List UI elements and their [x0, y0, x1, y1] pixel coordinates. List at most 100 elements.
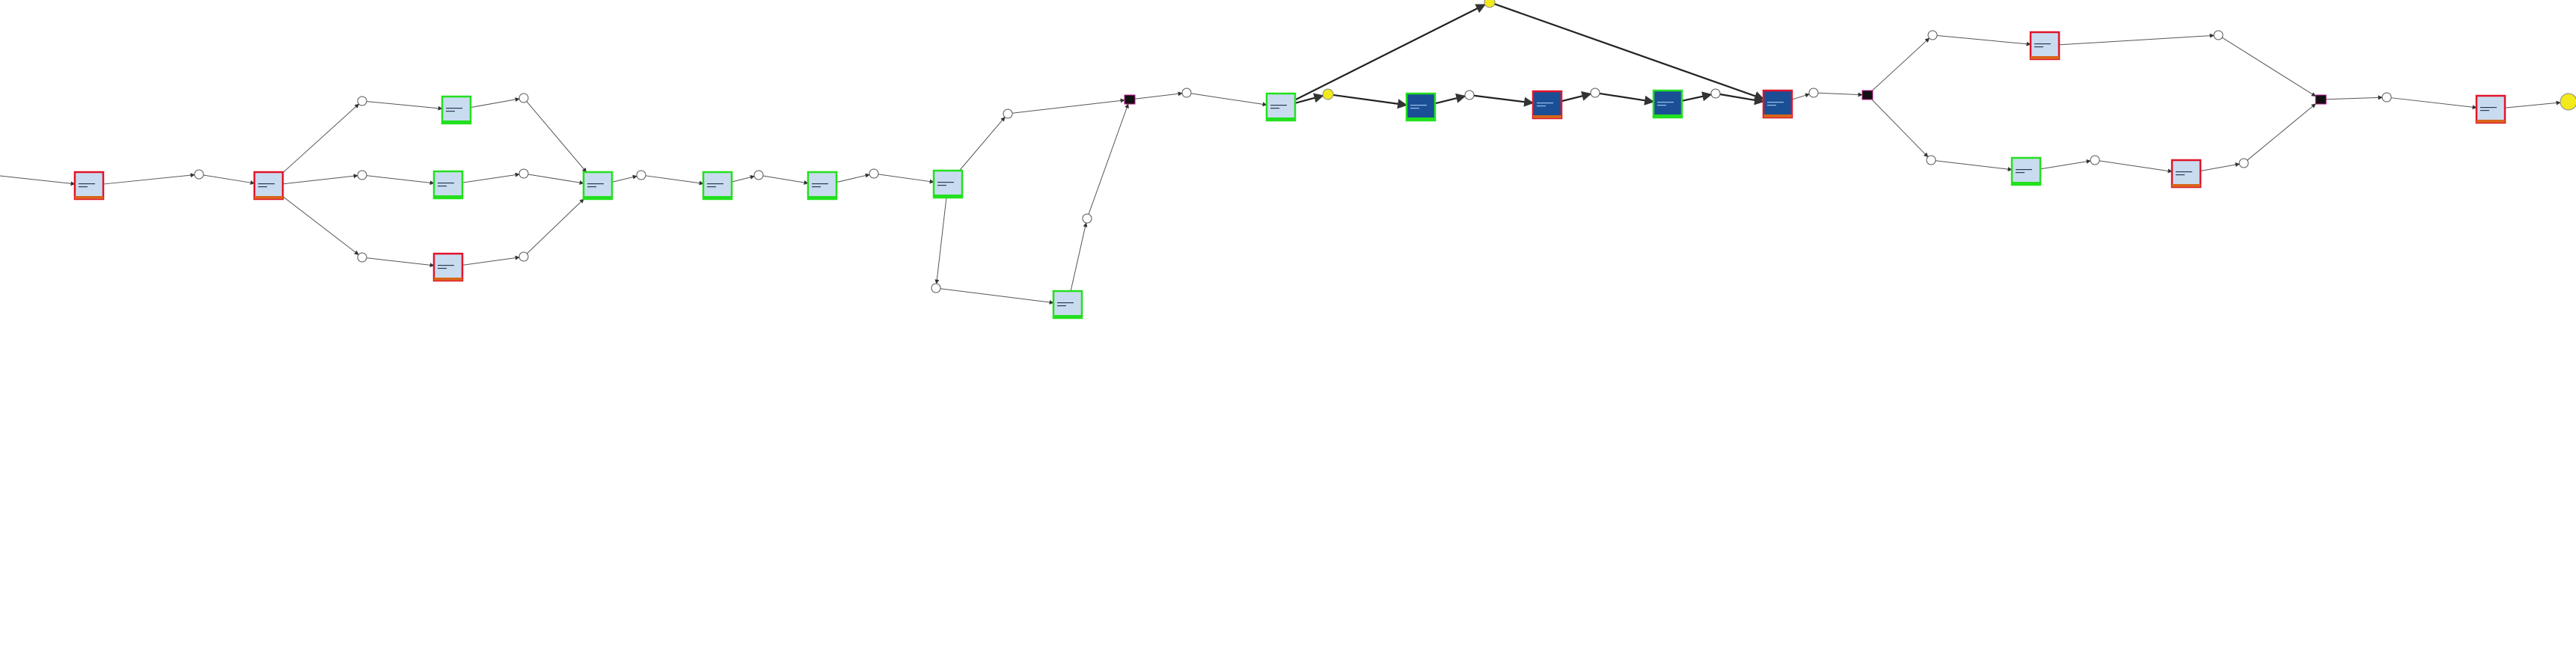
- place-p3[interactable]: [357, 170, 367, 180]
- transition-label-mark: [707, 186, 716, 188]
- transition-t7[interactable]: [702, 171, 733, 201]
- transition-frequency-bar: [2476, 120, 2505, 123]
- transition-box: [441, 95, 472, 125]
- arc-p20-to-s2: [1817, 92, 1863, 97]
- place-p7[interactable]: [518, 251, 529, 262]
- arc-t2-to-p3: [282, 174, 358, 185]
- transition-t5[interactable]: [432, 252, 464, 282]
- arc-t12-to-p16: [1434, 93, 1466, 105]
- transition-t9[interactable]: [932, 169, 964, 199]
- transition-box: [253, 171, 284, 201]
- place-p20[interactable]: [1808, 88, 1819, 98]
- place-p24[interactable]: [2090, 155, 2100, 165]
- transition-box: [2170, 159, 2202, 189]
- place-p16[interactable]: [1464, 90, 1475, 100]
- transition-t18[interactable]: [2170, 159, 2202, 189]
- transition-label-mark: [2016, 172, 2025, 174]
- place-p17[interactable]: [1590, 88, 1600, 98]
- transition-frequency-bar: [808, 196, 836, 199]
- transition-t1[interactable]: [73, 171, 105, 201]
- place-p22[interactable]: [1926, 155, 1936, 165]
- transition-t15[interactable]: [1762, 89, 1793, 119]
- arc-p15h-to-t12: [1333, 94, 1408, 109]
- transition-box: [807, 171, 838, 201]
- transition-label-mark: [2034, 46, 2043, 48]
- transition-frequency-bar: [584, 196, 612, 199]
- arc-p24-to-t18: [2099, 160, 2173, 174]
- edges-layer: [0, 3, 2561, 305]
- place-p14[interactable]: [1181, 88, 1192, 98]
- transition-label-mark: [587, 183, 604, 185]
- transition-box: [2010, 156, 2042, 186]
- transition-label-mark: [1657, 102, 1674, 103]
- transition-t3[interactable]: [441, 95, 472, 125]
- transition-t14[interactable]: [1652, 89, 1683, 119]
- transition-box: [432, 252, 464, 282]
- transition-box: [432, 170, 464, 200]
- arc-t9-to-p11: [958, 117, 1006, 171]
- transition-label-mark: [2176, 171, 2192, 173]
- transition-box: [1405, 92, 1437, 122]
- place-p1[interactable]: [194, 169, 204, 180]
- transition-t4[interactable]: [432, 170, 464, 200]
- transition-label-mark: [1057, 305, 1066, 307]
- place-p4[interactable]: [357, 252, 367, 263]
- silent-transition-s2[interactable]: [1861, 90, 1873, 100]
- arc-p4-to-t5: [366, 257, 435, 268]
- silent-transition-s1[interactable]: [1124, 94, 1136, 105]
- transition-label-mark: [438, 268, 447, 269]
- marked-place-p15h[interactable]: [1322, 88, 1334, 100]
- transition-frequency-bar: [1053, 315, 1082, 318]
- transition-t2[interactable]: [253, 171, 284, 201]
- transition-frequency-bar: [254, 196, 283, 199]
- transition-t10[interactable]: [1052, 290, 1083, 320]
- place-p13[interactable]: [1082, 213, 1092, 224]
- transition-box: [2029, 31, 2061, 61]
- marked-place-p19[interactable]: [1484, 0, 1496, 8]
- transition-t19[interactable]: [2475, 94, 2506, 124]
- transition-label-mark: [1657, 105, 1666, 106]
- arc-t16-to-p23: [2058, 33, 2215, 46]
- transition-label-mark: [2034, 43, 2051, 45]
- place-p21[interactable]: [1927, 30, 1938, 40]
- transition-box: [1265, 92, 1297, 122]
- place-p10[interactable]: [869, 168, 879, 179]
- transition-t8[interactable]: [807, 171, 838, 201]
- place-p18[interactable]: [1710, 88, 1721, 99]
- transition-t12[interactable]: [1405, 92, 1437, 122]
- silent-transition-s3[interactable]: [2315, 94, 2327, 105]
- transition-label-mark: [258, 186, 267, 188]
- arc-p7-to-t6: [526, 198, 584, 254]
- arc-p9-to-t8: [762, 175, 809, 185]
- place-p2[interactable]: [357, 96, 367, 106]
- transition-label-mark: [587, 186, 596, 188]
- place-p11[interactable]: [1003, 108, 1013, 119]
- place-p26[interactable]: [2381, 92, 2392, 103]
- place-p6[interactable]: [518, 168, 529, 179]
- place-p23[interactable]: [2213, 30, 2224, 40]
- transition-label-mark: [79, 183, 95, 185]
- transition-t17[interactable]: [2010, 156, 2042, 186]
- transition-t6[interactable]: [582, 171, 614, 201]
- transition-frequency-bar: [1763, 114, 1792, 117]
- arc-p5-to-t6: [526, 101, 587, 173]
- transition-frequency-bar: [703, 196, 732, 199]
- place-p5[interactable]: [518, 93, 529, 103]
- arc-t13-to-p17: [1561, 91, 1592, 103]
- transition-label-mark: [258, 183, 275, 185]
- transition-t13[interactable]: [1532, 90, 1563, 120]
- transition-box: [1532, 90, 1563, 120]
- transition-t16[interactable]: [2029, 31, 2061, 61]
- place-p25[interactable]: [2239, 158, 2249, 168]
- transition-t11[interactable]: [1265, 92, 1297, 122]
- marked-place-p_end[interactable]: [2560, 93, 2576, 111]
- arc-s3-to-p26: [2325, 95, 2383, 100]
- arc-t19-to-p_end: [2504, 100, 2561, 108]
- transition-frequency-bar: [1407, 117, 1435, 120]
- transition-label-mark: [1270, 105, 1287, 106]
- arc-t11-to-p19: [1294, 4, 1486, 101]
- place-p9[interactable]: [753, 170, 764, 180]
- place-p12[interactable]: [931, 283, 941, 293]
- place-p8[interactable]: [636, 170, 646, 180]
- arc-t6-to-p8: [611, 174, 637, 183]
